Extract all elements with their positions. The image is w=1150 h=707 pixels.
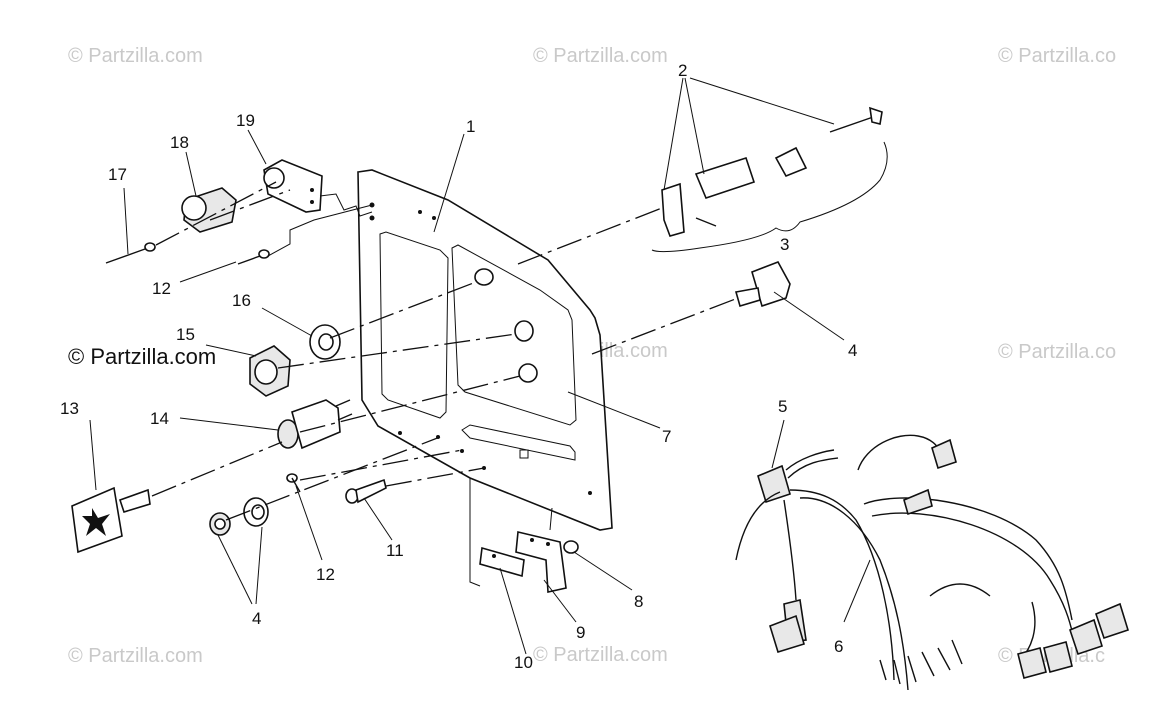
- callout-13: 13: [60, 399, 79, 418]
- callout-14: 14: [150, 409, 169, 428]
- callout-1: 1: [466, 117, 475, 136]
- clamp-plates: [479, 531, 567, 593]
- callout-9: 9: [576, 623, 585, 642]
- callout-labels: 1 2 3 4 4 5 6 7 8 9 10 11 12 12 13 14 15…: [60, 61, 857, 672]
- small-nut: [563, 540, 579, 554]
- callout-17: 17: [108, 165, 127, 184]
- pin: [105, 242, 156, 264]
- lock-washer: [309, 324, 341, 360]
- watermark: © Partzilla.com: [533, 644, 668, 666]
- callout-15: 15: [176, 325, 195, 344]
- watermark: © Partzilla.co: [998, 45, 1116, 67]
- callout-3: 3: [780, 235, 789, 254]
- leader-lines: [89, 77, 871, 655]
- screw-lower: [286, 473, 301, 493]
- callout-4: 4: [252, 609, 261, 628]
- toggle-nut-washer: [209, 497, 269, 536]
- choke-assembly: [661, 106, 883, 237]
- watermark: © Partzilla.com: [68, 645, 203, 667]
- callout-2: 2: [678, 61, 687, 80]
- callout-5: 5: [778, 397, 787, 416]
- callout-8: 8: [634, 592, 643, 611]
- callout-16: 16: [232, 291, 251, 310]
- group-brace: [651, 141, 888, 253]
- callout-19: 19: [236, 111, 255, 130]
- bolt: [345, 478, 387, 504]
- watermark-dark: © Partzilla.com: [68, 344, 216, 369]
- callout-11: 11: [386, 541, 404, 560]
- key: [71, 486, 151, 554]
- assembly-lines: [151, 181, 739, 587]
- toggle-switch: [734, 261, 791, 308]
- panel-plate: [357, 169, 613, 531]
- wiring-harness: [735, 434, 1129, 691]
- nut: [249, 345, 291, 397]
- callout-12: 12: [316, 565, 335, 584]
- callout-10: 10: [514, 653, 533, 672]
- bezel: [181, 187, 237, 233]
- watermark: © Partzilla.com: [533, 45, 668, 67]
- watermark: © Partzilla.com: [68, 45, 203, 67]
- callout-12: 12: [152, 279, 171, 298]
- callout-4: 4: [848, 341, 857, 360]
- bracket: [263, 159, 323, 213]
- watermark: © Partzilla.co: [998, 341, 1116, 363]
- callout-18: 18: [170, 133, 189, 152]
- callout-7: 7: [662, 427, 671, 446]
- callout-6: 6: [834, 637, 843, 656]
- screw: [237, 249, 270, 265]
- ignition-switch: [277, 399, 353, 450]
